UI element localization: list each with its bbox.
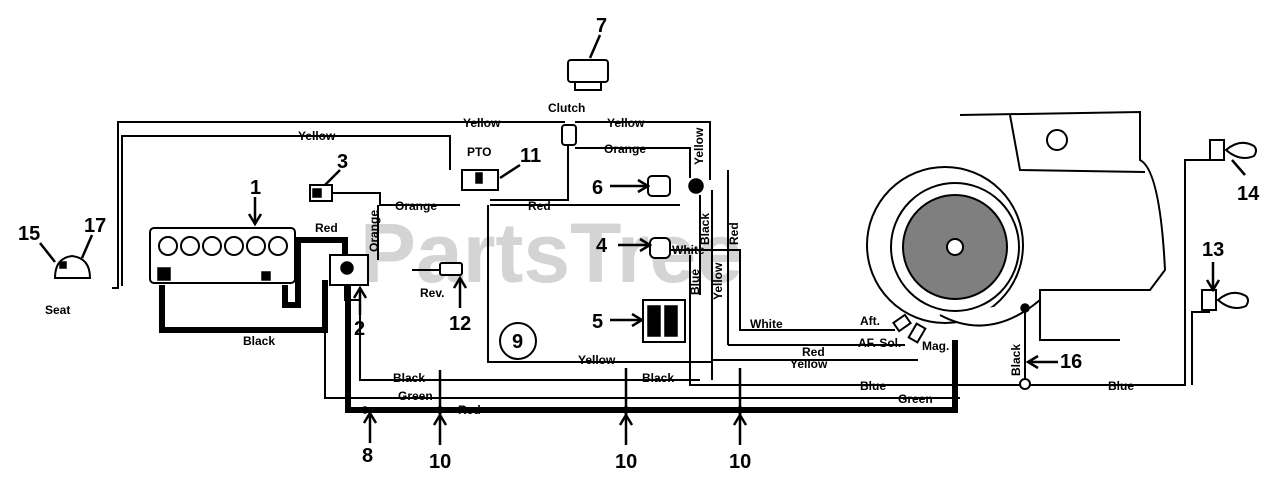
wire-orange-mid: [330, 192, 460, 206]
wire-label-red-vertical: Red: [727, 222, 741, 245]
wire-label-black-ground: Black: [1009, 344, 1023, 376]
wire-red-battery: [282, 237, 348, 308]
wire-label-blue-vertical: Blue: [688, 269, 702, 295]
label-rev: Rev.: [420, 286, 444, 300]
part-numbers: 1 2 3 4 5 6 7 8 9 10 10 10 11 12 13 14 1…: [18, 15, 1260, 473]
wire-label-blue-bottom-mid: Blue: [860, 379, 886, 393]
label-mag: Mag.: [922, 339, 949, 353]
wire-label-yellow-top-mid: Yellow: [463, 116, 501, 130]
wire-label-red-mid: Red: [528, 199, 551, 213]
wire-label-orange-pto: Orange: [604, 142, 646, 156]
wire-label-yellow-vertical2: Yellow: [711, 262, 725, 300]
wire-red-pto: [490, 145, 569, 201]
pto-switch: [461, 169, 499, 191]
part-number-10-c: 10: [729, 451, 751, 473]
battery: [149, 227, 296, 284]
part-number-4: 4: [596, 235, 608, 257]
component-labels: Clutch PTO Seat Rev. Aft. AF. Sol. Mag.: [45, 101, 949, 353]
wire-label-black-vertical: Black: [698, 213, 712, 245]
part-number-5: 5: [592, 311, 603, 333]
wire-yellow-top: [112, 121, 565, 289]
wire-label-green-bottom-right: Green: [898, 392, 933, 406]
wire-label-yellow-vertical: Yellow: [692, 127, 706, 165]
part-number-11: 11: [520, 145, 541, 167]
wire-label-red-battery: Red: [315, 221, 338, 235]
component-4: [649, 237, 671, 259]
wire-label-white-mid: White: [672, 243, 705, 257]
wire-labels: Yellow Yellow Yellow Yellow Orange Orang…: [243, 116, 1134, 417]
seat-switch: [53, 254, 92, 279]
wire-yellow-top-right: [575, 121, 711, 180]
clutch-switch: [567, 59, 609, 91]
part-number-9: 9: [512, 331, 523, 353]
connector-3: [309, 184, 333, 202]
part-number-7: 7: [596, 15, 607, 37]
wire-blue-vertical: [689, 255, 1000, 386]
part-number-14: 14: [1237, 183, 1260, 205]
wire-label-red-bottom: Red: [458, 403, 481, 417]
clutch-connector: [561, 124, 577, 146]
part-number-17: 17: [84, 215, 106, 237]
part-number-8: 8: [362, 445, 373, 467]
wire-orange-top: [575, 147, 691, 178]
wire-black-battery: [159, 280, 328, 333]
part-number-2: 2: [354, 318, 365, 340]
callout-arrows: [39, 34, 1246, 445]
part-number-12: 12: [449, 313, 471, 335]
wire-label-yellow-top-left: Yellow: [298, 129, 336, 143]
relay-5: [642, 299, 686, 343]
wire-label-yellow-top-right: Yellow: [607, 116, 645, 130]
circle-9: [499, 322, 537, 360]
part-number-1: 1: [250, 177, 261, 199]
part-number-6: 6: [592, 177, 603, 199]
wire-label-orange-vertical: Orange: [367, 210, 381, 252]
wire-label-yellow-lower: Yellow: [790, 357, 828, 371]
part-number-16: 16: [1060, 351, 1082, 373]
engine: [866, 110, 1167, 341]
component-6: [647, 175, 704, 197]
watermark: PartsTree: [360, 206, 743, 300]
wire-label-black-battery: Black: [243, 334, 275, 348]
engine-terminals: [892, 303, 1031, 390]
wire-label-red-lower: Red: [802, 345, 825, 359]
wire-label-white-lower: White: [750, 317, 783, 331]
solenoid: [329, 254, 369, 286]
wire-label-green-bottom-left: Green: [398, 389, 433, 403]
headlight-13: [1201, 289, 1249, 311]
label-seat: Seat: [45, 303, 70, 317]
wire-blue-right: [1000, 159, 1210, 386]
wire-yellow-mid: [487, 205, 712, 363]
wire-red-bottom: [345, 280, 958, 413]
label-aft: Aft.: [860, 314, 880, 328]
headlight-14: [1209, 139, 1257, 161]
label-clutch: Clutch: [548, 101, 585, 115]
label-pto: PTO: [467, 145, 491, 159]
wire-label-black-bottom-mid: Black: [642, 371, 674, 385]
part-number-10-b: 10: [615, 451, 637, 473]
wire-white: [670, 249, 895, 331]
wires: [112, 121, 1210, 413]
wire-label-yellow-bottom: Yellow: [578, 353, 616, 367]
wire-blue-13: [1191, 311, 1210, 385]
wire-label-orange-mid: Orange: [395, 199, 437, 213]
wire-label-black-bottom-left: Black: [393, 371, 425, 385]
wire-yellow-top-inner: [121, 135, 451, 286]
wire-label-blue-bottom-right: Blue: [1108, 379, 1134, 393]
part-number-3: 3: [337, 151, 348, 173]
part-number-10-a: 10: [429, 451, 451, 473]
part-number-13: 13: [1202, 239, 1224, 261]
reverse-switch: [439, 262, 463, 276]
part-number-15: 15: [18, 223, 40, 245]
label-af-sol: AF. Sol.: [858, 336, 901, 350]
